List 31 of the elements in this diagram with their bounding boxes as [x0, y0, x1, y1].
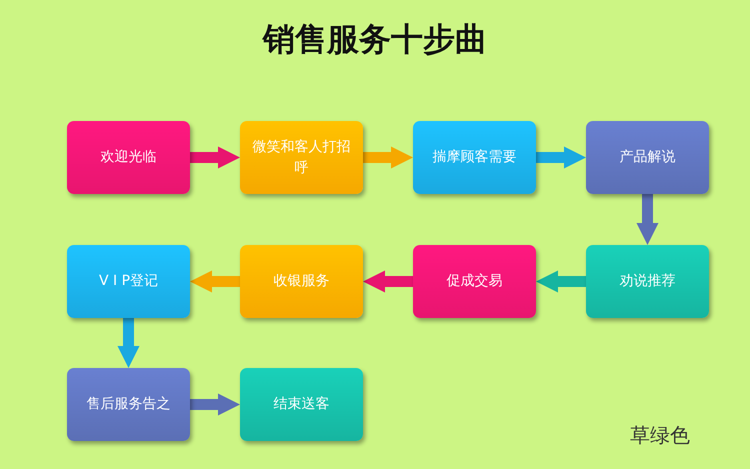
note-text: 草绿色	[630, 422, 690, 449]
arrow	[190, 146, 240, 168]
step-box	[67, 368, 190, 441]
arrow	[536, 146, 586, 168]
arrow	[363, 146, 413, 168]
step-text: 揣摩顾客需要	[432, 148, 516, 167]
arrow	[190, 270, 240, 292]
step-text: 促成交易	[446, 272, 502, 291]
step-box	[586, 121, 709, 194]
step-text: 结束送客	[274, 395, 330, 414]
step-box	[240, 368, 363, 441]
step-text: 欢迎光临	[100, 148, 156, 167]
arrow	[118, 318, 140, 368]
arrow	[363, 270, 413, 292]
step-text: 微笑和客人打招呼	[252, 138, 352, 178]
step-box	[413, 245, 536, 318]
step-text: 产品解说	[620, 148, 676, 167]
step-box	[413, 121, 536, 194]
step-box	[67, 121, 190, 194]
step-text: 劝说推荐	[620, 272, 676, 291]
step-text: 售后服务告之	[86, 395, 170, 414]
arrow	[636, 194, 658, 245]
step-box	[240, 121, 363, 194]
arrow	[536, 270, 586, 292]
step-box	[240, 245, 363, 318]
step-box	[67, 245, 190, 318]
step-text: V I P登记	[98, 272, 158, 291]
arrow	[190, 394, 240, 416]
step-text: 收银服务	[274, 272, 330, 291]
title: 销售服务十步曲	[261, 19, 488, 60]
step-box	[586, 245, 709, 318]
